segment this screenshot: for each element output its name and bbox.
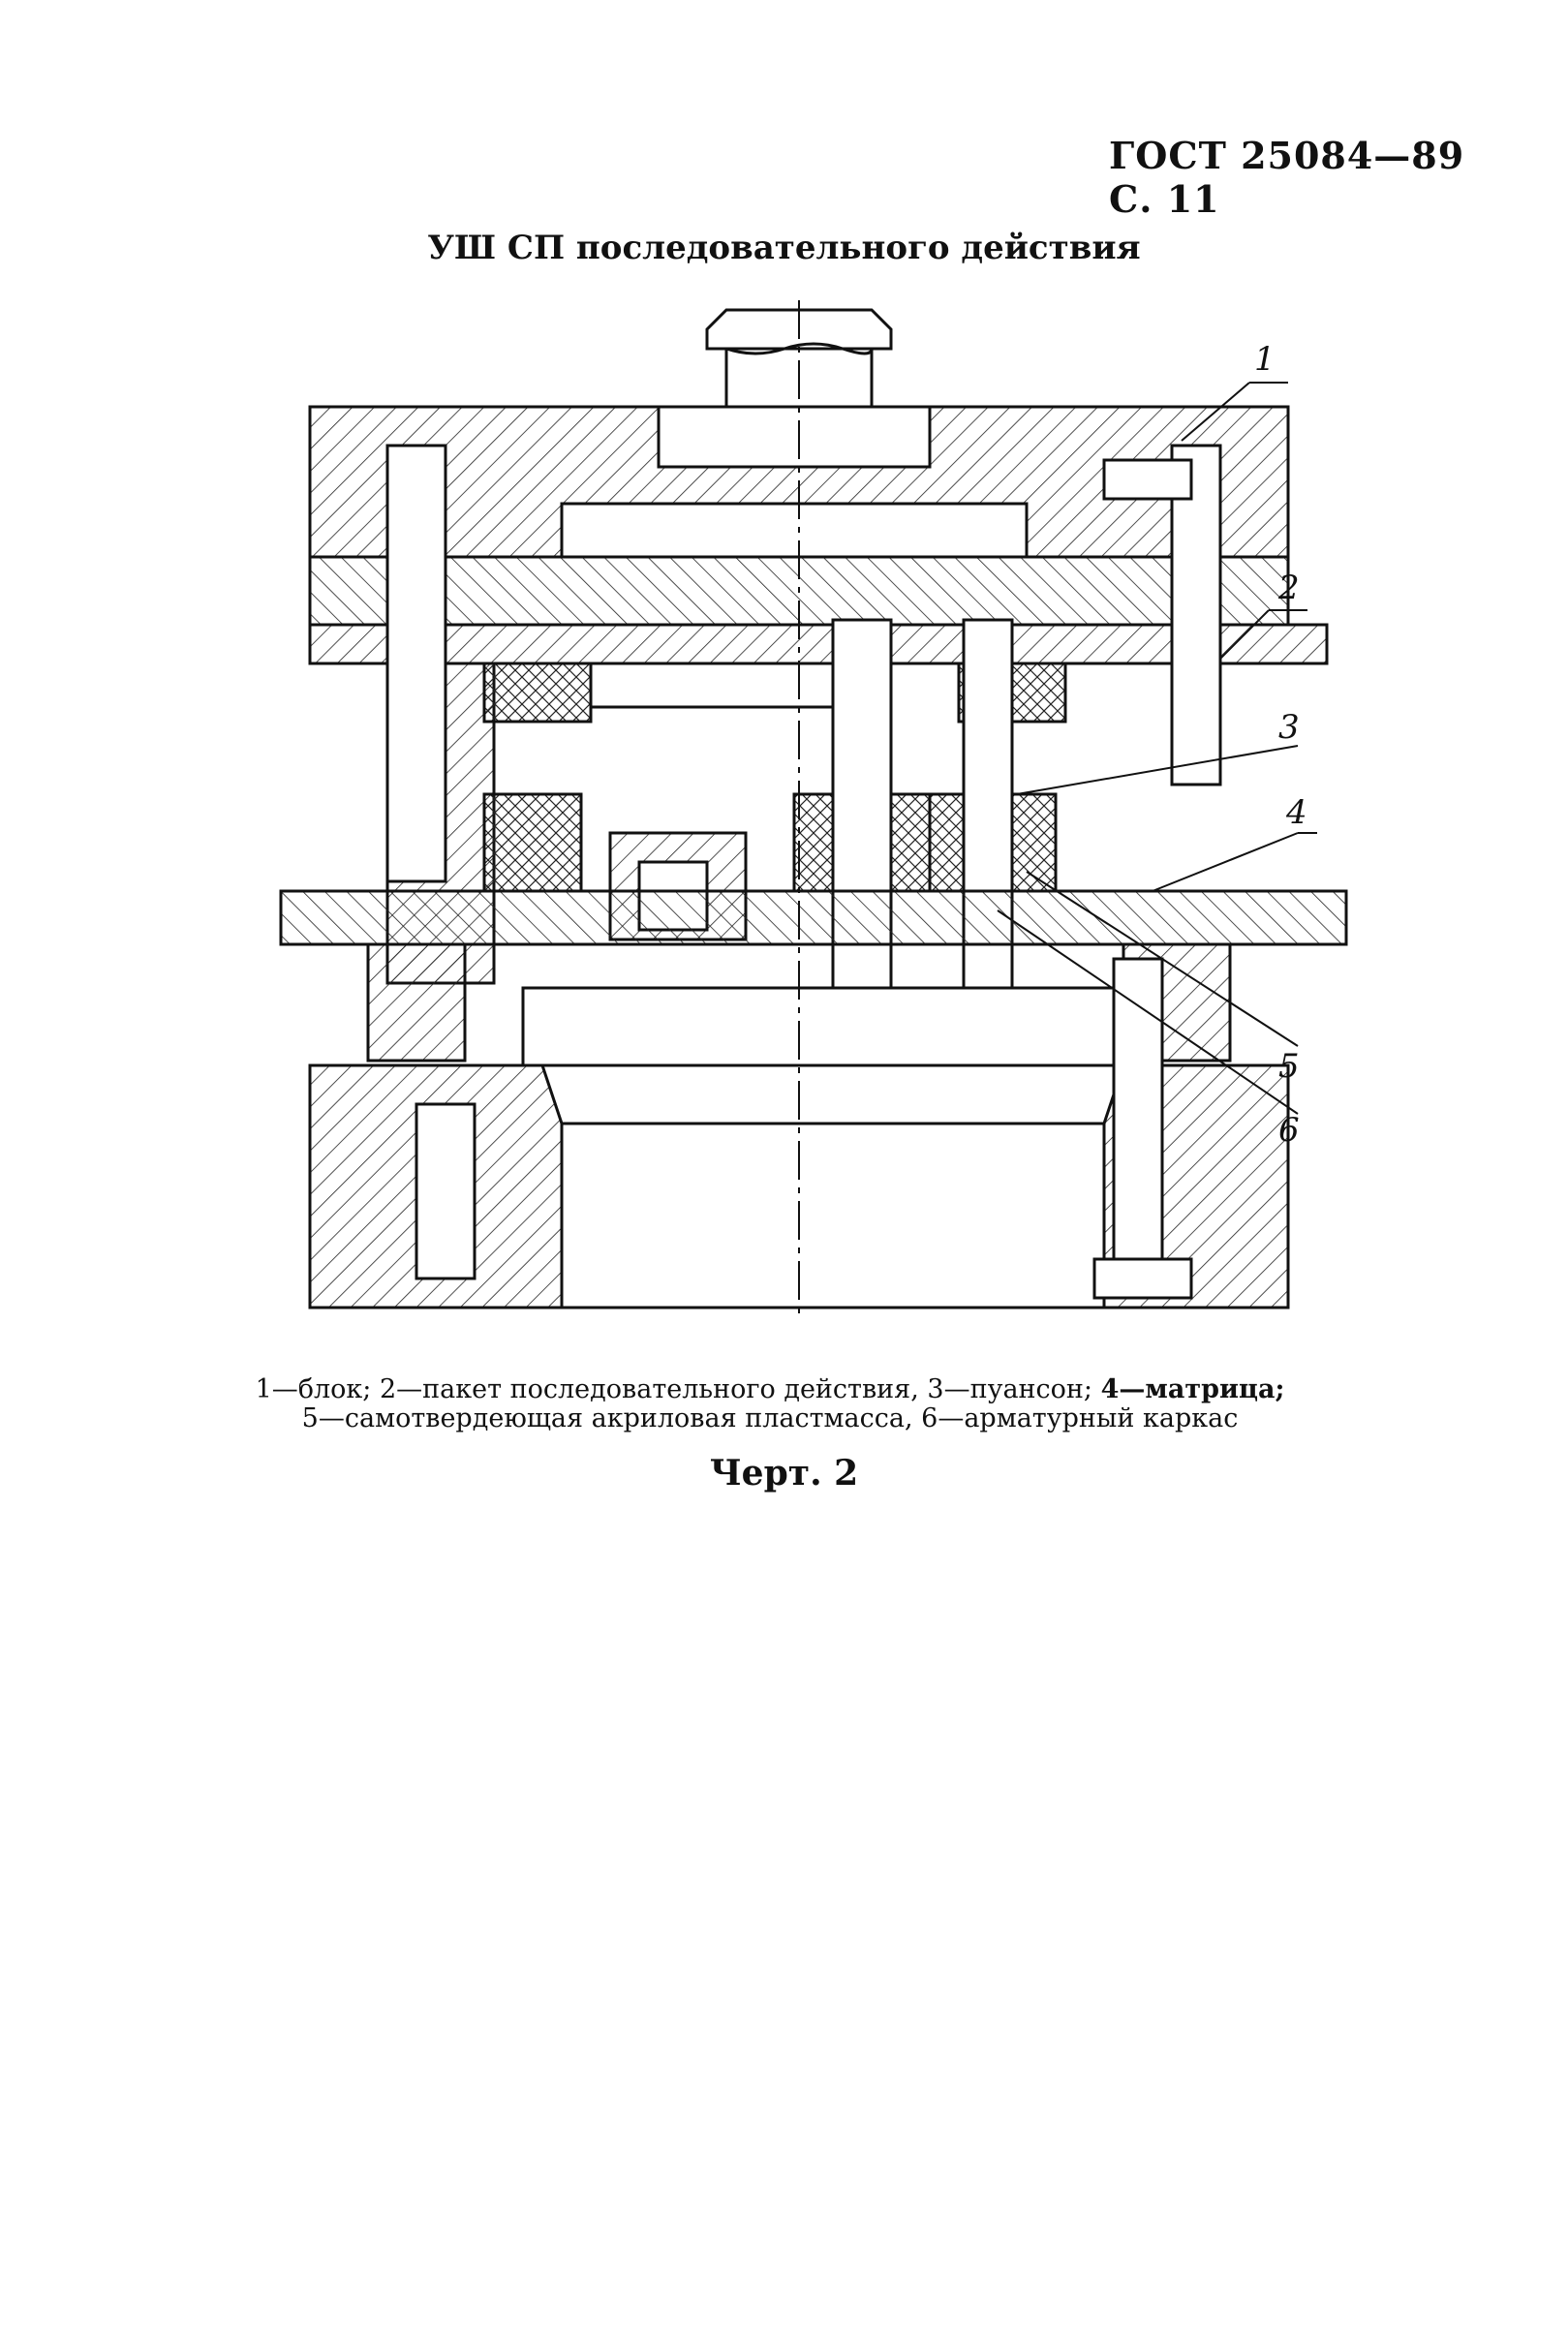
die-plate: [279, 889, 1348, 1063]
standard-number: ГОСТ 25084—89: [1109, 134, 1465, 177]
page-header: ГОСТ 25084—89 С. 11: [1109, 134, 1516, 221]
figure-label: Черт. 2: [709, 1453, 859, 1494]
callout-1: 1: [1254, 340, 1276, 379]
legend-item: 3—пуансон;: [927, 1374, 1093, 1404]
callout-2: 2: [1277, 569, 1300, 607]
legend-item: 2—пакет последовательного действия,: [379, 1374, 919, 1404]
legend-item-bold: 4—матрица;: [1100, 1374, 1285, 1404]
callout-4: 4: [1285, 793, 1307, 832]
legend-item: 1—блок;: [255, 1374, 372, 1404]
callout-labels: 1 2 3 4 5 6: [1254, 340, 1307, 1150]
callout-3: 3: [1278, 708, 1300, 747]
drawing-title: УШ СП последовательного действия: [427, 229, 1141, 267]
callout-6: 6: [1278, 1111, 1300, 1150]
bolts: [385, 444, 1222, 1300]
callout-5: 5: [1278, 1047, 1300, 1086]
figure-legend: 1—блок; 2—пакет последовательного действ…: [223, 1375, 1317, 1433]
page-number: С. 11: [1109, 177, 1220, 221]
technical-drawing: 1 2 3 4 5 6: [279, 300, 1348, 1317]
legend-item: 5—самотвердеющая акриловая пластмасса,: [301, 1403, 913, 1433]
leader-lines: [997, 382, 1317, 1115]
legend-item: 6—арматурный каркас: [921, 1403, 1239, 1433]
